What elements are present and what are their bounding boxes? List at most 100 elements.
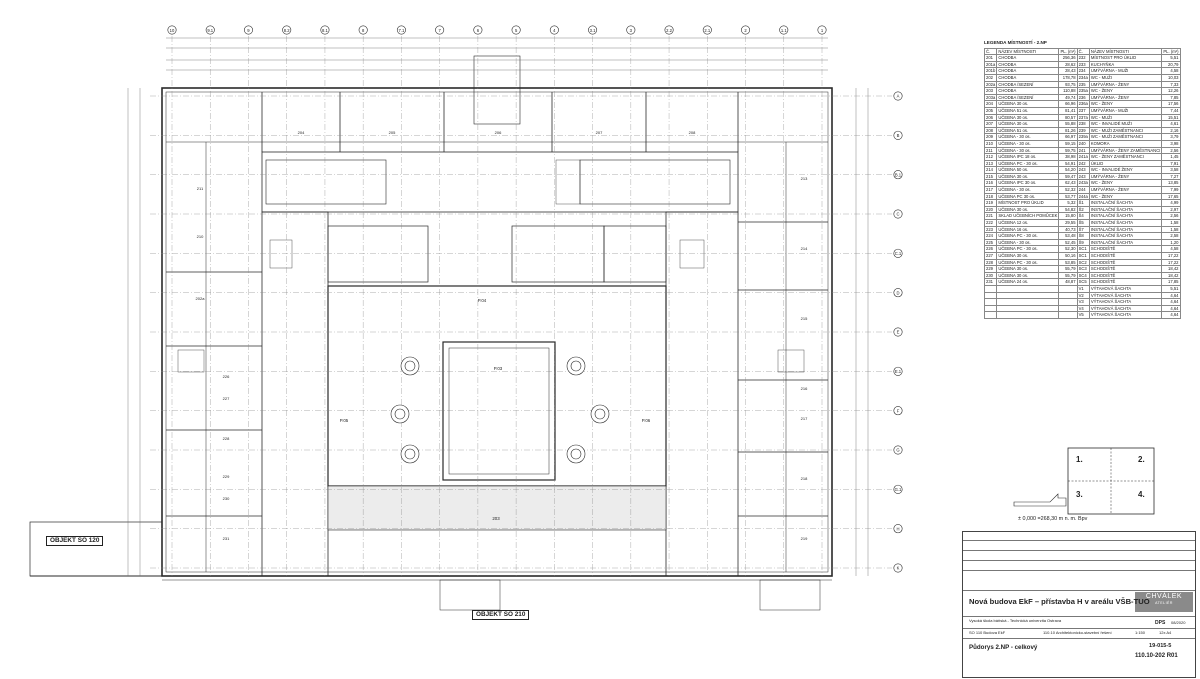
legend-cell: 238 (1076, 120, 1090, 128)
legend-cell: 244a (1076, 192, 1090, 201)
legend-cell: 7,99 (1161, 186, 1181, 194)
legend-cell: 54,20 (1058, 166, 1078, 174)
atrium-planter-inner (594, 408, 606, 420)
grid-row-label: H (896, 526, 899, 531)
legend-cell: 49,74 (1058, 93, 1078, 102)
legend-cell: 4,58 (1161, 245, 1181, 253)
legend-cell: 28,62 (1058, 60, 1078, 69)
legend-cell (983, 291, 998, 300)
legend-cell: 240 (1076, 139, 1090, 148)
legend-table: Č. NÁZEV MÍSTNOSTI PL. (m²) Č. NÁZEV MÍS… (983, 47, 1181, 319)
legend-cell: 18,42 (1161, 271, 1181, 280)
legend-cell: CHODBA (996, 67, 1060, 75)
quadrant-3: 3. (1076, 490, 1083, 499)
legend-cell: UMÝVÁRNA - ŽENY ZAMĚSTNANCI (1088, 146, 1163, 155)
legend-cell: VÝTAHOVÁ ŠACHTA (1088, 298, 1163, 306)
legend-cell: 201 (983, 54, 998, 62)
legend-cell: 236a (1076, 100, 1090, 108)
legend-cell: SC4 (1076, 271, 1090, 280)
grid-row-bubble (893, 445, 903, 455)
legend-cell: MÍSTNOST PRO ÚKLID (996, 199, 1060, 207)
grid-column-label: 1 (821, 28, 824, 33)
legend-cell: 7,27 (1161, 172, 1181, 181)
room-number-label: 215 (801, 316, 808, 321)
legend-cell: 233 (1076, 60, 1090, 69)
room-number-label: 217 (801, 416, 808, 421)
legend-cell: 4,64 (1161, 298, 1181, 306)
legend-cell: 204 (983, 100, 998, 108)
project-title: Nová budova EkF – přístavba H v areálu V… (969, 597, 1150, 606)
legend-cell: 203a (983, 93, 998, 102)
legend-cell: 1,45 (1161, 153, 1181, 161)
room-number-label: 213 (801, 176, 808, 181)
legend-cell: 17,22 (1161, 252, 1181, 260)
legend-cell: 227 (983, 252, 998, 260)
legend-cell: 244 (1076, 186, 1090, 194)
legend-cell: 243a (1076, 179, 1090, 188)
firm-sub: ATELIÉR (1155, 601, 1173, 605)
legend-cell: UMÝVÁRNA - MUŽI (1088, 67, 1163, 75)
legend-cell: UMÝVÁRNA - ŽENY (1088, 186, 1163, 194)
grid-row-bubble (893, 563, 903, 573)
legend-cell: 243 (1076, 166, 1090, 174)
legend-cell: 18,42 (1161, 265, 1181, 273)
object-so-120-label: OBJEKT SO 120 (46, 536, 104, 546)
legend-cell: UČEBNA PC - 30 os. (996, 159, 1060, 168)
legend-cell: SC5 (1076, 278, 1090, 286)
legend-cell: 2,97 (1161, 205, 1181, 214)
legend-cell: INSTALAČNÍ ŠACHTA (1088, 238, 1163, 247)
legend-cell: INSTALAČNÍ ŠACHTA (1088, 232, 1163, 240)
legend-cell (996, 311, 1060, 319)
legend-header-no-2: Č. (1076, 47, 1090, 56)
legend-cell: UČEBNA 30 os. (996, 265, 1060, 273)
legend-cell: VÝTAHOVÁ ŠACHTA (1088, 311, 1163, 319)
legend-cell: 4,64 (1161, 304, 1181, 313)
legend-cell (1058, 291, 1078, 300)
legend-cell: CHODBA (996, 87, 1060, 95)
legend-cell: 38,98 (1058, 153, 1078, 161)
legend-cell: UČEBNA 16 os. (996, 225, 1060, 234)
legend-cell: SKLAD UČEBNÍCH POMŮCEK (996, 212, 1060, 221)
legend-cell: 5,32 (1058, 199, 1078, 207)
grid-column-label: 1.1 (781, 28, 787, 33)
legend-cell: 226 (983, 245, 998, 253)
legend-cell: UČEBNA - 30 os. (996, 186, 1060, 194)
legend-cell: 236 (1076, 93, 1090, 102)
legend-cell: Š4 (1076, 212, 1090, 221)
room-number-label: 219 (801, 536, 808, 541)
legend-cell: 29,55 (1058, 219, 1078, 227)
legend-cell: 224 (983, 232, 998, 240)
legend-cell: 221 (983, 212, 998, 221)
legend-cell: UČEBNA 12 os. (996, 219, 1060, 227)
legend-cell: 7,33 (1161, 80, 1181, 89)
room-number-label: 218 (801, 476, 808, 481)
legend-cell: 81,41 (1058, 106, 1078, 115)
grid-row-label: C.1 (895, 251, 902, 256)
legend-cell: 4,61 (1161, 120, 1181, 128)
grid-row-bubble (893, 366, 903, 376)
legend-cell: 208 (983, 126, 998, 135)
legend-cell: 54,82 (1058, 205, 1078, 214)
legend-cell: WC - ŽENY ZAMĚSTNANCI (1088, 153, 1163, 161)
legend-cell: WC - INVALIDÉ ŽENY (1088, 166, 1163, 174)
legend-cell: 17,56 (1161, 100, 1181, 108)
room-number-label: 207 (596, 130, 603, 135)
legend-cell: 215 (983, 172, 998, 181)
grid-column-bubble (396, 25, 406, 35)
legend-cell: 17,65 (1161, 192, 1181, 201)
legend-cell: UČEBNA PC - 30 os. (996, 258, 1060, 267)
investor-name: Vysoká škola báňská - Technická univerzi… (969, 618, 1062, 623)
legend-cell: 10,03 (1161, 73, 1181, 82)
legend-cell: 40,73 (1058, 225, 1078, 234)
legend-cell: 225 (983, 238, 998, 247)
